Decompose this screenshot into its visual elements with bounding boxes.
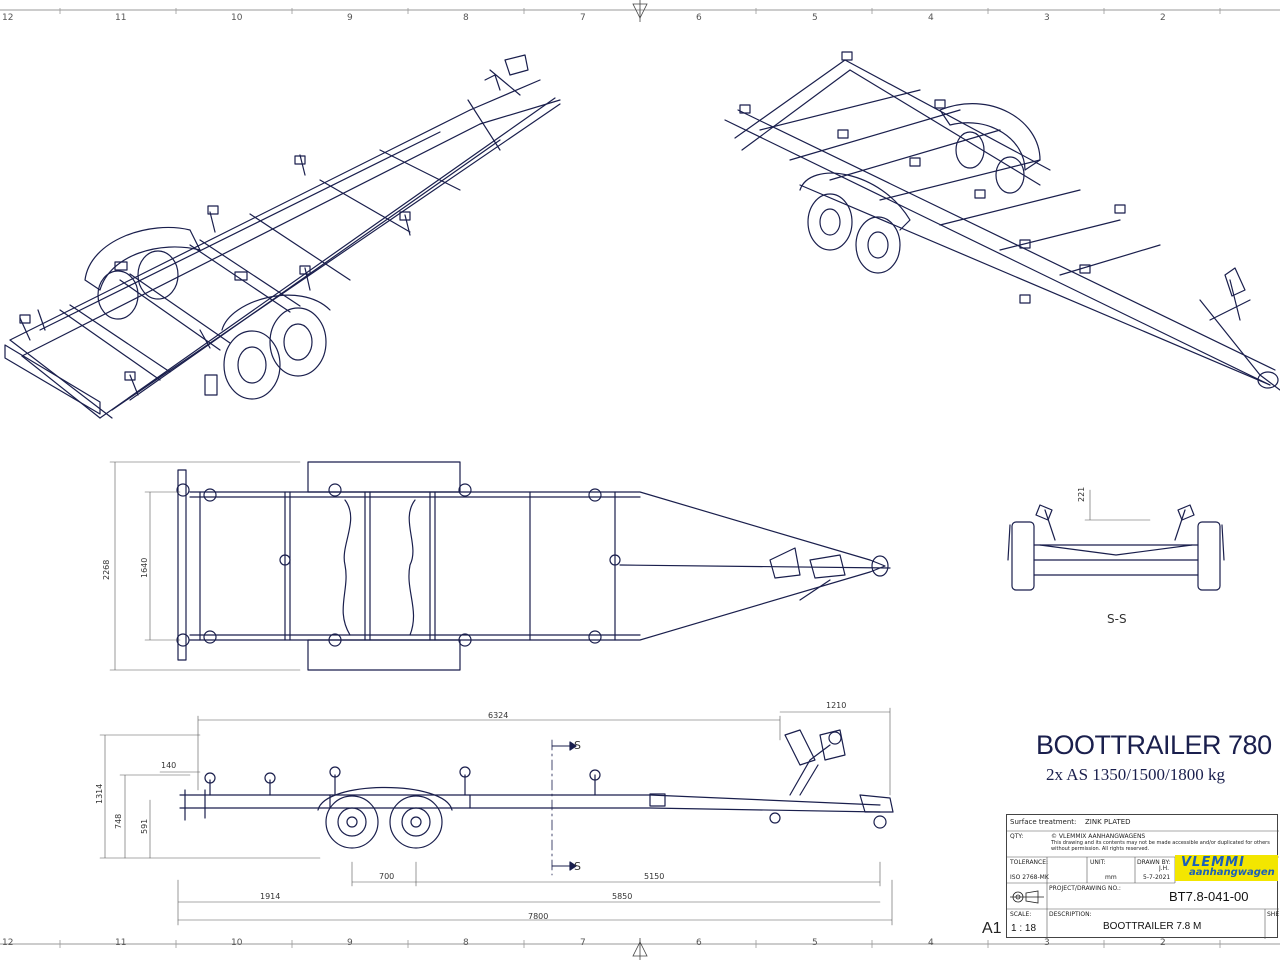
border-number: 4: [928, 13, 934, 23]
projection-symbol-icon: [1010, 890, 1044, 904]
dim-axle-to-coupling: 5150: [644, 872, 665, 881]
border-number: 10: [231, 938, 243, 948]
border-number: 11: [115, 13, 127, 23]
drawn-by-label: DRAWN BY:: [1137, 859, 1171, 866]
company-logo: VLEMMI aanhangwagen: [1175, 855, 1278, 881]
drawing-number: BT7.8-041-00: [1169, 889, 1249, 904]
dim-overall-length: 7800: [528, 912, 549, 921]
description-value: BOOTTRAILER 7.8 M: [1103, 921, 1202, 932]
border-number: 6: [696, 938, 702, 948]
project-label: PROJECT/DRAWING NO.:: [1049, 885, 1121, 892]
logo-line-1: VLEMMI: [1181, 855, 1245, 870]
tolerance-value: ISO 2768-MK: [1010, 874, 1049, 881]
dim-rear-to-axle: 1914: [260, 892, 281, 901]
drawn-by: J.H.: [1159, 865, 1169, 872]
dim-axle-height: 591: [140, 818, 149, 834]
section-marker-top: S: [574, 739, 581, 752]
border-number: 5: [812, 13, 818, 23]
description-label: DESCRIPTION:: [1049, 911, 1092, 918]
sheet-label: SHE: [1267, 911, 1280, 918]
border-number: 2: [1160, 13, 1166, 23]
dim-axle-spacing: 700: [379, 872, 395, 881]
border-number: 12: [2, 13, 14, 23]
surface-label: Surface treatment:: [1010, 818, 1077, 826]
border-number: 8: [463, 938, 469, 948]
dim-roller-height: 221: [1077, 486, 1086, 502]
sheet-size: A1: [982, 920, 1002, 937]
drawing-date: 5-7-2021: [1143, 874, 1171, 881]
dim-140: 140: [161, 761, 177, 770]
scale-label: SCALE:: [1010, 911, 1032, 918]
tolerance-label: TOLERANCE:: [1010, 859, 1049, 866]
unit-label: UNIT:: [1090, 859, 1106, 866]
qty-label: QTY:: [1010, 833, 1024, 840]
border-number: 9: [347, 938, 353, 948]
surface-value: ZINK PLATED: [1085, 818, 1131, 826]
dim-frame-height: 748: [114, 813, 123, 829]
section-view-s-s: [1007, 489, 1225, 591]
isometric-view-front: [724, 51, 1280, 391]
section-marker-bottom: S: [574, 860, 581, 873]
border-number: 2: [1160, 938, 1166, 948]
dim-drawbar: 1210: [826, 701, 847, 710]
border-number: 4: [928, 938, 934, 948]
dim-frame-length: 6324: [488, 711, 509, 720]
dim-total-height: 1314: [95, 783, 104, 804]
border-number: 8: [463, 13, 469, 23]
logo-line-2: aanhangwagen: [1189, 867, 1275, 878]
border-number: 12: [2, 938, 14, 948]
border-number: 6: [696, 13, 702, 23]
dim-overall-width: 2268: [102, 559, 111, 580]
border-number: 7: [580, 13, 586, 23]
border-number: 7: [580, 938, 586, 948]
isometric-view-rear: [4, 54, 561, 419]
unit-value: mm: [1105, 874, 1117, 881]
dim-inner-width: 1640: [140, 557, 149, 578]
border-number: 5: [812, 938, 818, 948]
drawing-subtitle: 2x AS 1350/1500/1800 kg: [1046, 765, 1225, 784]
border-number: 3: [1044, 938, 1050, 948]
owner-text: © VLEMMIX AANHANGWAGENS: [1051, 833, 1146, 840]
border-number: 11: [115, 938, 127, 948]
copyright-text: This drawing and its contents may not be…: [1051, 840, 1270, 852]
drawing-title: BOOTTRAILER 780: [1036, 730, 1272, 760]
border-number: 9: [347, 13, 353, 23]
section-view-label: S-S: [1107, 612, 1127, 626]
border-number: 10: [231, 13, 243, 23]
side-view: [99, 707, 894, 926]
top-view: [109, 461, 891, 671]
border-number: 3: [1044, 13, 1050, 23]
scale-value: 1 : 18: [1011, 923, 1037, 934]
dim-rear-to-coupling: 5850: [612, 892, 633, 901]
